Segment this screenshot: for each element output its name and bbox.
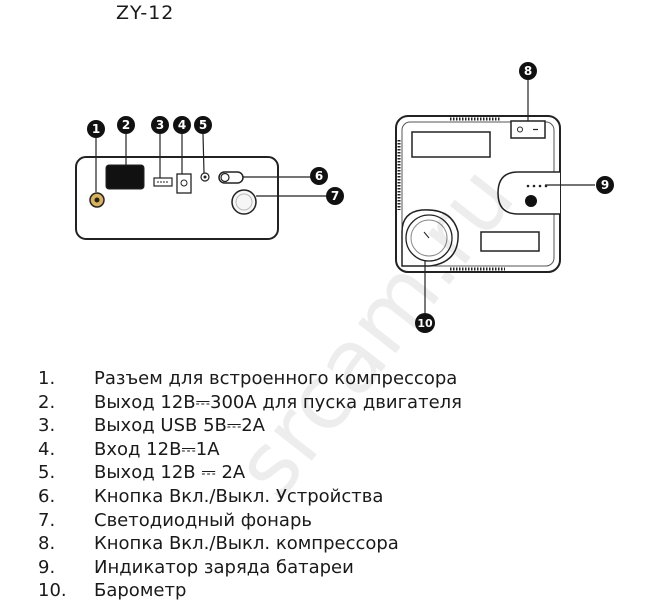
svg-text:4: 4 <box>178 118 186 132</box>
battery-indicator-icon <box>497 171 560 215</box>
top-window-lower <box>480 231 540 252</box>
legend-item-6: 6.Кнопка Вкл./Выкл. Устройства <box>38 485 384 507</box>
device-diagram: 1 2 3 4 5 6 7 <box>75 62 614 333</box>
compressor-switch-icon <box>510 120 546 139</box>
legend-item-4: 4.Вход 12В⎓1А <box>38 438 220 460</box>
top-view <box>395 115 561 273</box>
battery-check-button-icon <box>525 195 537 207</box>
legend-list: 1.Разъем для встроенного компрессора 2.В… <box>38 367 462 603</box>
model-title: ZY-12 <box>116 2 175 24</box>
legend-item-8: 8.Кнопка Вкл./Выкл. компрессора <box>38 533 399 555</box>
side-view <box>75 156 279 240</box>
legend-item-5: 5.Выход 12В ⎓ 2А <box>38 462 246 484</box>
callout-5: 5 <box>194 116 212 134</box>
compressor-socket-pin-icon <box>94 197 100 203</box>
callout-3: 3 <box>151 116 169 134</box>
svg-text:2: 2 <box>122 118 130 132</box>
svg-text:1: 1 <box>92 122 100 136</box>
dc-input-icon <box>176 173 192 194</box>
callout-10: 10 <box>415 313 435 333</box>
legend-item-3: 3.Выход USB 5В⎓2А <box>38 415 265 437</box>
legend-item-10: 10.Барометр <box>38 580 187 602</box>
side-leaders <box>95 133 326 197</box>
legend-item-7: 7.Светодиодный фонарь <box>38 509 312 531</box>
svg-text:8: 8 <box>524 64 532 78</box>
callout-1: 1 <box>87 120 105 138</box>
svg-text:3: 3 <box>156 118 164 132</box>
callout-8: 8 <box>519 62 537 80</box>
legend-item-1: 1.Разъем для встроенного компрессора <box>38 368 458 389</box>
side-body <box>75 156 279 240</box>
svg-text:6: 6 <box>315 169 323 183</box>
svg-text:10: 10 <box>417 317 433 330</box>
callout-4: 4 <box>173 116 191 134</box>
svg-text:9: 9 <box>601 178 609 192</box>
jump-start-port-icon <box>105 164 145 190</box>
top-window-upper <box>411 131 491 158</box>
callout-6: 6 <box>310 167 328 185</box>
legend-item-9: 9.Индикатор заряда батареи <box>38 556 354 578</box>
dc-input-hole-icon <box>180 179 188 187</box>
callout-7: 7 <box>326 187 344 205</box>
callout-2: 2 <box>117 116 135 134</box>
power-switch-knob-icon <box>220 172 230 183</box>
svg-text:7: 7 <box>331 189 339 203</box>
svg-text:5: 5 <box>199 118 207 132</box>
top-leaders <box>424 80 595 313</box>
callout-9: 9 <box>596 176 614 194</box>
legend-item-2: 2.Выход 12В⎓300А для пуска двигателя <box>38 391 462 413</box>
dc-output-icon <box>200 172 210 182</box>
